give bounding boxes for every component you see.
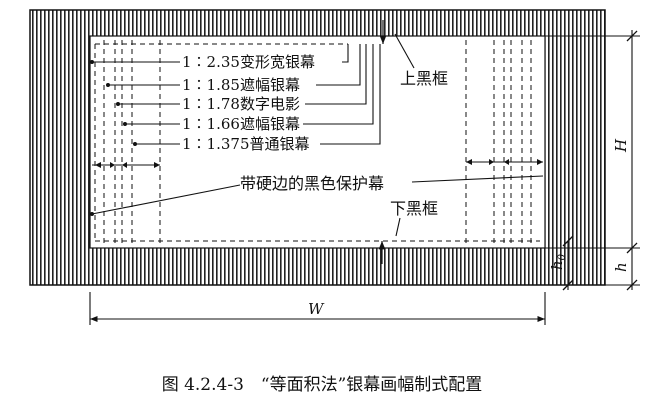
dimension-h-label: h bbox=[612, 262, 630, 272]
side-gap-ticks bbox=[95, 159, 543, 168]
dimension-h0-label: h0 bbox=[548, 253, 568, 270]
top-frame-leader bbox=[394, 33, 415, 69]
format-label-166: 1∶1.66遮幅银幕 bbox=[182, 115, 300, 133]
format-leader-dots bbox=[90, 60, 137, 216]
screen-boundary-lines bbox=[94, 40, 540, 244]
protective-curtain-label: 带硬边的黑色保护幕 bbox=[240, 174, 384, 193]
format-label-235: 1∶2.35变形宽银幕 bbox=[182, 53, 315, 71]
screen-area-border bbox=[89, 35, 546, 249]
format-label-185: 1∶1.85遮幅银幕 bbox=[182, 76, 300, 94]
protective-curtain-leader bbox=[91, 184, 241, 215]
format-leaders bbox=[92, 44, 381, 145]
dimension-H-label: H bbox=[612, 138, 630, 153]
right-dimension-ticks bbox=[562, 30, 638, 291]
bottom-frame-label: 下黑框 bbox=[390, 199, 438, 218]
width-dimension bbox=[89, 292, 546, 325]
right-dimension-lines bbox=[545, 30, 640, 290]
figure-caption: 图 4.2.4-3 “等面积法”银幕画幅制式配置 bbox=[162, 375, 483, 395]
dimension-h0-subscript: 0 bbox=[557, 253, 568, 260]
top-frame-label: 上黑框 bbox=[400, 69, 448, 88]
outer-curtain-frame bbox=[30, 10, 605, 285]
bottom-frame-leader bbox=[395, 217, 401, 237]
format-label-178: 1∶1.78数字电影 bbox=[182, 95, 300, 113]
protective-curtain-leader-right bbox=[411, 175, 544, 183]
dimension-W-label: W bbox=[308, 300, 325, 318]
outer-frame-border bbox=[29, 9, 606, 286]
side-gap-arrows bbox=[92, 161, 543, 166]
format-label-1375: 1∶1.375普通银幕 bbox=[182, 135, 310, 153]
